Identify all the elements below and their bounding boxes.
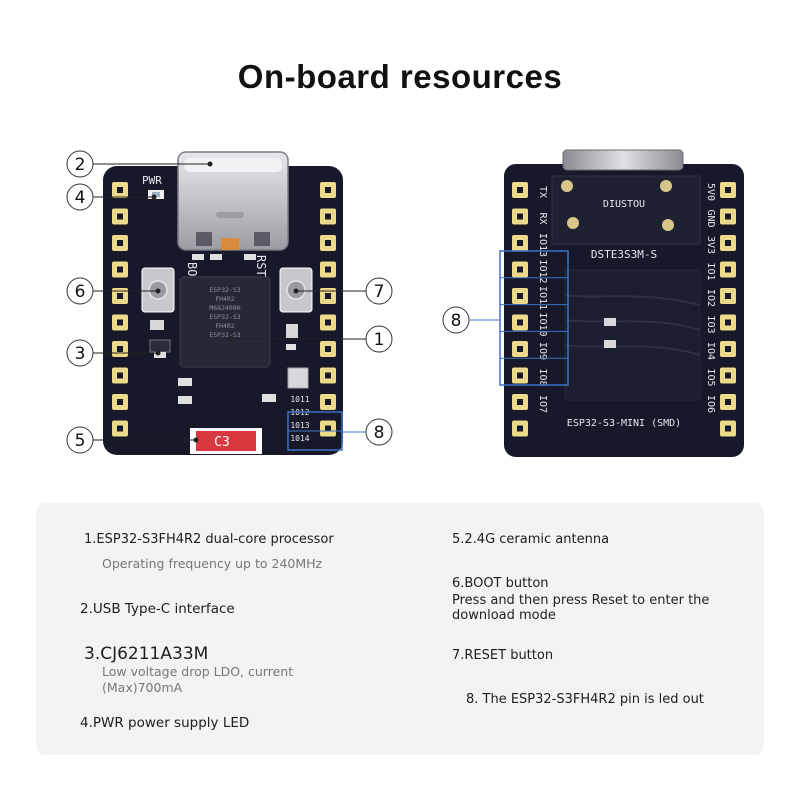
back-pin-label: IO7 xyxy=(537,395,548,413)
resource-8-title: 8. The ESP32-S3FH4R2 pin is led out xyxy=(466,692,704,707)
back-pin-label: IO13 xyxy=(537,233,548,257)
chip-marking: ESP32-S3 xyxy=(209,286,240,294)
back-pin-label: 5V0 xyxy=(705,183,716,201)
usb-c-connector xyxy=(177,151,289,251)
back-pin-label: 3V3 xyxy=(705,236,716,254)
resource-6-detail-1: Press and then press Reset to enter the xyxy=(452,593,710,608)
svg-text:4: 4 xyxy=(75,188,86,208)
callout-6 xyxy=(66,277,94,305)
svg-text:6: 6 xyxy=(75,282,86,302)
front-pin-highlight xyxy=(287,411,343,451)
c3-label: C3 xyxy=(214,435,230,450)
board-diagram: PWR BO RST ESP32-S3FH4R2M6824080ESP32-S3… xyxy=(66,149,744,457)
back-footer: ESP32-S3-MINI (SMD) xyxy=(567,418,681,429)
chip-marking: ESP32-S3 xyxy=(209,331,240,339)
resource-5-title: 5.2.4G ceramic antenna xyxy=(452,532,610,547)
svg-text:1: 1 xyxy=(374,330,385,350)
resource-7-title: 7.RESET button xyxy=(452,648,554,663)
io-silk-label: 1014 xyxy=(290,434,309,443)
back-pin-label: IO11 xyxy=(537,286,548,310)
back-pin-label: IO10 xyxy=(537,312,548,336)
chip-marking: ESP32-S3 xyxy=(209,313,240,321)
resource-6-title: 6.BOOT button xyxy=(452,576,549,591)
svg-text:7: 7 xyxy=(374,282,385,302)
esp32-chip: ESP32-S3FH4R2M6824080ESP32-S3FH4R2ESP32-… xyxy=(179,276,271,368)
resource-6-detail-2: download mode xyxy=(452,608,556,623)
back-pin-label: IO12 xyxy=(537,259,548,283)
io-silk-label: 1013 xyxy=(290,421,309,430)
back-pin-label: IO5 xyxy=(705,368,716,386)
capacitor-c3: C3 xyxy=(190,428,262,454)
back-pin-label: IO4 xyxy=(705,342,716,360)
back-pin-label: TX xyxy=(537,186,548,198)
usb-c-back xyxy=(562,149,684,171)
svg-text:2: 2 xyxy=(75,155,86,175)
back-pin-label: IO9 xyxy=(537,342,548,360)
resource-1-title: 1.ESP32-S3FH4R2 dual-core processor xyxy=(84,532,334,547)
front-pin-pads xyxy=(112,182,336,437)
svg-text:3: 3 xyxy=(75,344,86,364)
back-pin-pads xyxy=(512,182,736,437)
resource-3-detail-1: Low voltage drop LDO, current xyxy=(102,664,294,679)
back-brand: DIUSTOU xyxy=(603,199,645,210)
back-pin-label: IO2 xyxy=(705,289,716,307)
ldo-chip xyxy=(150,320,164,330)
svg-text:8: 8 xyxy=(374,423,385,443)
back-pin-label: IO6 xyxy=(705,395,716,413)
ceramic-antenna xyxy=(287,367,309,389)
callout-8-back xyxy=(442,306,470,334)
chip-marking: FH4R2 xyxy=(215,322,235,330)
boot-silk-label: BO xyxy=(185,262,199,276)
resource-3-detail-2: (Max)700mA xyxy=(102,680,183,695)
callouts: 2 4 6 3 5 7 1 8 8 xyxy=(66,150,500,454)
page-title: On-board resources xyxy=(237,58,563,95)
callout-2 xyxy=(66,150,94,178)
io-silk-label: 1011 xyxy=(290,395,309,404)
callout-7 xyxy=(365,277,393,305)
back-pin-label: IO1 xyxy=(705,262,716,280)
svg-text:8: 8 xyxy=(451,311,462,331)
svg-text:5: 5 xyxy=(75,431,86,451)
resource-3-title: 3.CJ6211A33M xyxy=(84,644,209,664)
board-back: DIUSTOU DSTE3S3M-S ESP32-S3-MINI (SMD) T… xyxy=(499,149,744,457)
resource-1-detail: Operating frequency up to 240MHz xyxy=(102,556,323,571)
callout-3 xyxy=(66,339,94,367)
resource-4-title: 4.PWR power supply LED xyxy=(80,715,250,731)
chip-marking: M6824080 xyxy=(209,304,240,312)
back-pin-highlight xyxy=(499,250,569,386)
back-pin-label: IO8 xyxy=(537,368,548,386)
resource-2-title: 2.USB Type-C interface xyxy=(80,601,235,617)
chip-marking: FH4R2 xyxy=(215,295,235,303)
callout-4 xyxy=(66,183,94,211)
callout-8-front xyxy=(365,418,393,446)
callout-5 xyxy=(66,426,94,454)
back-pin-label: GND xyxy=(705,209,716,227)
pwr-label: PWR xyxy=(142,174,162,187)
back-pin-label: IO3 xyxy=(705,315,716,333)
rst-silk-label: RST xyxy=(254,255,268,277)
board-front: PWR BO RST ESP32-S3FH4R2M6824080ESP32-S3… xyxy=(103,151,343,455)
back-model: DSTE3S3M-S xyxy=(591,248,657,261)
callout-1 xyxy=(365,325,393,353)
resources-panel: 1.ESP32-S3FH4R2 dual-core processor Oper… xyxy=(36,503,764,755)
back-pin-label: RX xyxy=(537,212,548,224)
